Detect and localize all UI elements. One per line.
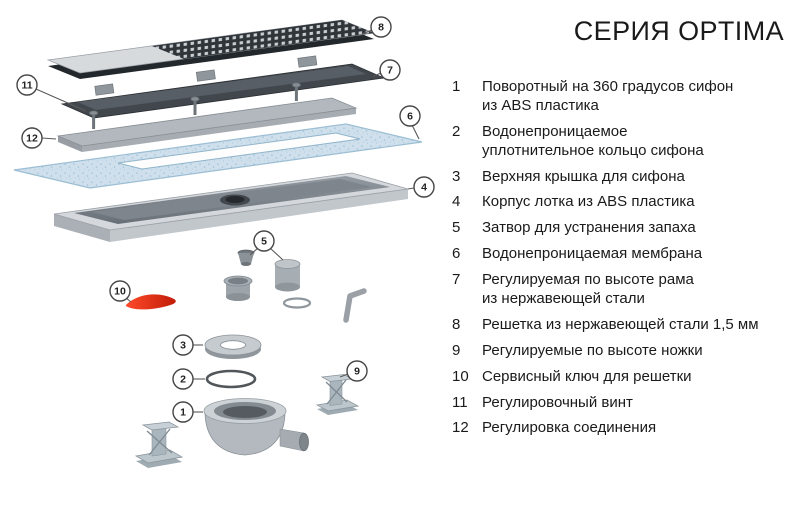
foot-right-part: [315, 374, 360, 415]
part-item: 8 Решетка из нержавеющей стали 1,5 мм: [452, 316, 784, 335]
part-item: 9 Регулируемые по высоте ножки: [452, 342, 784, 361]
part-number: 3: [452, 167, 461, 185]
part-label: Верхняя крышка для сифона: [482, 167, 685, 185]
part-item: 3 Верхняя крышка для сифона: [452, 168, 784, 187]
svg-text:11: 11: [21, 80, 32, 92]
svg-text:9: 9: [354, 366, 360, 378]
svg-text:3: 3: [180, 340, 186, 352]
callout-oring: 2: [172, 368, 205, 390]
callout-cover: 3: [172, 334, 203, 356]
page-title: СЕРИЯ OPTIMA: [573, 16, 784, 46]
part-item: 2 Водонепроницаемое уплотнительное кольц…: [452, 123, 784, 161]
part-number: 5: [452, 219, 461, 237]
callout-grate: 8: [361, 16, 392, 38]
part-number: 9: [452, 341, 461, 359]
svg-text:6: 6: [407, 111, 413, 123]
grate-part: [46, 19, 376, 79]
part-label: Регулируемая по высоте рама из нержавеющ…: [482, 271, 694, 308]
foot-left-part: [134, 421, 184, 468]
svg-text:4: 4: [421, 182, 427, 194]
part-item: 12 Регулировка соединения: [452, 419, 784, 438]
part-label: Корпус лотка из ABS пластика: [482, 193, 695, 211]
membrane-part: [13, 123, 423, 189]
callout-rail: 12: [21, 127, 57, 149]
part-label: Водонепроницаемое уплотнительное кольцо …: [482, 122, 704, 159]
callout-membrane: 6: [399, 105, 421, 140]
svg-text:10: 10: [114, 286, 126, 298]
parts-list: 1 Поворотный на 360 градусов сифон из AB…: [452, 78, 784, 438]
callout-service-key: 10: [109, 280, 132, 303]
svg-text:8: 8: [378, 22, 384, 34]
svg-text:5: 5: [261, 236, 267, 248]
part-number: 8: [452, 315, 461, 333]
svg-text:7: 7: [387, 65, 393, 77]
part-number: 11: [452, 393, 468, 411]
callout-frame: 7: [373, 59, 401, 81]
svg-text:1: 1: [180, 407, 186, 419]
callout-tray: 4: [407, 176, 435, 198]
part-item: 5 Затвор для устранения запаха: [452, 219, 784, 238]
callout-siphon: 1: [172, 401, 203, 423]
part-number: 2: [452, 122, 461, 140]
part-number: 12: [452, 419, 469, 437]
part-number: 10: [452, 367, 469, 385]
part-item: 4 Корпус лотка из ABS пластика: [452, 193, 784, 212]
part-item: 6 Водонепроницаемая мембрана: [452, 245, 784, 264]
part-number: 6: [452, 245, 461, 263]
callout-trap: 5: [249, 230, 284, 261]
cover-ring-part: [204, 334, 262, 359]
part-item: 10 Сервисный ключ для решетки: [452, 368, 784, 387]
part-label: Регулировка соединения: [482, 419, 657, 437]
callout-feet: 9: [339, 360, 368, 382]
part-label: Затвор для устранения запаха: [482, 219, 696, 237]
part-label: Сервисный ключ для решетки: [482, 367, 692, 385]
part-item: 1 Поворотный на 360 градусов сифон из AB…: [452, 78, 784, 116]
part-label: Поворотный на 360 градусов сифон из ABS …: [482, 78, 734, 114]
allen-key-part: [343, 288, 367, 323]
part-label: Регулируемые по высоте ножки: [482, 341, 703, 359]
part-number: 1: [452, 78, 461, 95]
oring-part: [205, 369, 257, 389]
part-number: 7: [452, 271, 461, 289]
tray-part: [53, 172, 409, 242]
part-label: Водонепроницаемая мембрана: [482, 245, 703, 263]
part-item: 7 Регулируемая по высоте рама из нержаве…: [452, 271, 784, 309]
part-item: 11 Регулировочный винт: [452, 394, 784, 413]
adjust-rail-part: [56, 82, 358, 152]
trap-parts: [223, 249, 312, 309]
frame-part: [60, 55, 386, 119]
exploded-diagram: 8 7 11 12 6 4: [13, 16, 435, 468]
trap-gasket: [282, 297, 312, 309]
part-label: Решетка из нержавеющей стали 1,5 мм: [482, 315, 759, 333]
svg-text:2: 2: [180, 374, 186, 386]
part-number: 4: [452, 193, 461, 211]
diagram-svg: 8 7 11 12 6 4: [13, 16, 435, 468]
service-key-part: [125, 294, 176, 310]
callout-screw: 11: [16, 74, 87, 112]
parts-panel: СЕРИЯ OPTIMA 1 Поворотный на 360 градусо…: [440, 0, 800, 500]
part-label: Регулировочный винт: [482, 393, 633, 411]
siphon-part: [203, 398, 309, 456]
svg-text:12: 12: [26, 133, 38, 145]
